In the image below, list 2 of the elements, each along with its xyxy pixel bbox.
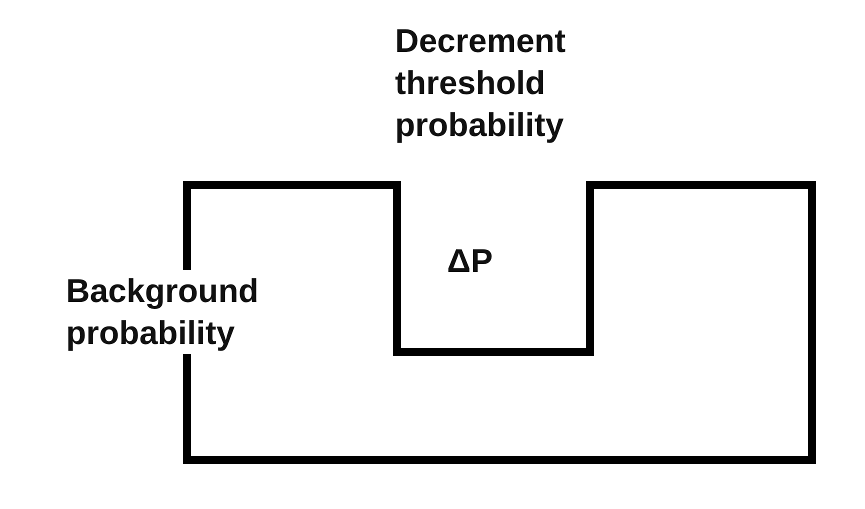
delta-label: ΔP: [447, 241, 493, 281]
heading-label: Decrement threshold probability: [395, 21, 567, 145]
